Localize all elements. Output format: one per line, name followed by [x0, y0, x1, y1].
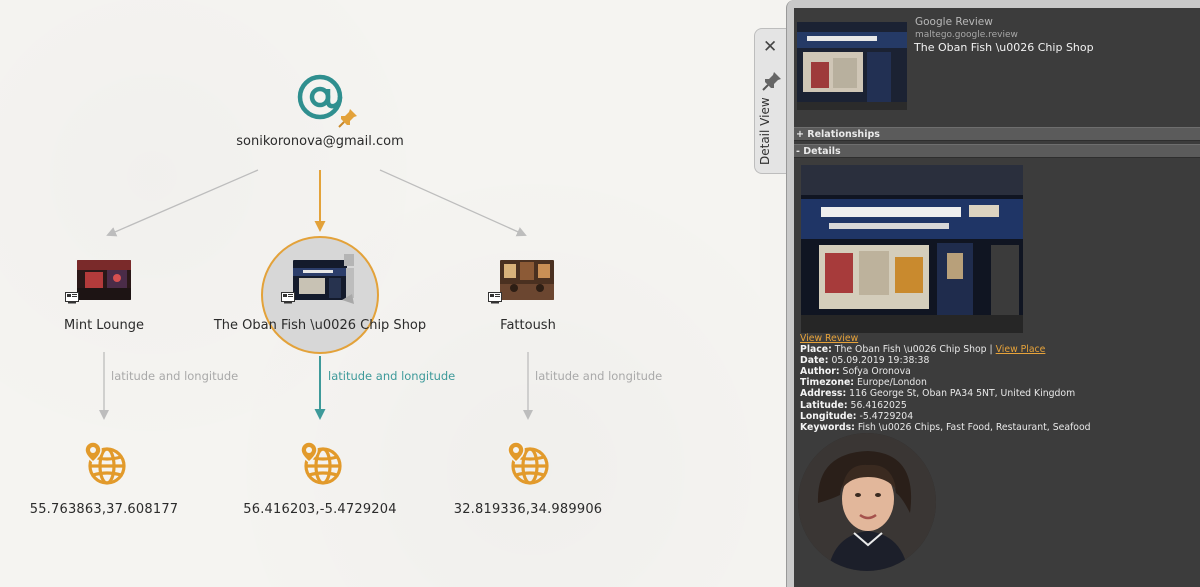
- view-place-link[interactable]: View Place: [995, 344, 1046, 356]
- review-icon: [281, 292, 295, 304]
- graph-edges: [99, 169, 533, 420]
- timezone-key: Timezone:: [800, 377, 854, 389]
- coord-label-fattoush: 32.819336,34.989906: [453, 502, 603, 517]
- review-photo: [801, 165, 1023, 333]
- date-key: Date:: [800, 355, 829, 367]
- globe-location-icon: [507, 441, 549, 485]
- edge-label-mint: latitude and longitude: [111, 369, 239, 383]
- address-key: Address:: [800, 388, 847, 400]
- address-value: 116 George St, Oban PA34 5NT, United Kin…: [849, 388, 1076, 400]
- entity-type: Google Review: [915, 16, 993, 28]
- detail-view-content: Google Review maltego.google.review The …: [794, 8, 1200, 587]
- pin-icon[interactable]: [762, 71, 782, 91]
- fattoush-label: Fattoush: [500, 318, 556, 333]
- mint-lounge-label: Mint Lounge: [64, 318, 144, 333]
- longitude-key: Longitude:: [800, 410, 857, 422]
- edge-label-oban: latitude and longitude: [328, 369, 456, 383]
- review-icon: [488, 292, 502, 304]
- mint-lounge-photo: [77, 260, 131, 300]
- detail-view-panel: Google Review maltego.google.review The …: [786, 0, 1200, 587]
- pin-icon: [342, 254, 354, 304]
- fattoush-photo: [500, 260, 554, 300]
- date-value: 05.09.2019 19:38:38: [831, 355, 930, 367]
- oban-photo: [293, 260, 347, 300]
- entity-title: The Oban Fish \u0026 Chip Shop: [914, 41, 1094, 54]
- details-section-toggle[interactable]: - Details: [794, 144, 1200, 158]
- graph-canvas[interactable]: sonikoronova@gmail.com Mint Lounge: [0, 0, 760, 587]
- author-key: Author:: [800, 366, 840, 378]
- place-separator: |: [986, 344, 996, 356]
- coord-label-mint: 55.763863,37.608177: [29, 502, 179, 517]
- edge-email-fattoush: [379, 169, 527, 237]
- entity-type-id: maltego.google.review: [915, 30, 1018, 40]
- email-label: sonikoronova@gmail.com: [236, 134, 404, 149]
- latitude-value: 56.4162025: [850, 399, 907, 411]
- author-value: Sofya Oronova: [842, 366, 911, 378]
- at-sign-icon: [297, 74, 343, 120]
- pin-icon: [338, 109, 357, 128]
- close-icon[interactable]: ✕: [763, 37, 778, 57]
- place-value: The Oban Fish \u0026 Chip Shop: [834, 344, 987, 356]
- entity-thumbnail: [797, 22, 907, 110]
- edge-email-mint: [106, 169, 259, 237]
- globe-location-icon: [84, 441, 126, 485]
- globe-location-icon: [300, 441, 342, 485]
- keywords-value: Fish \u0026 Chips, Fast Food, Restaurant…: [857, 421, 1091, 433]
- details-fields: View Review Place: The Oban Fish \u0026 …: [800, 333, 1195, 433]
- edge-label-fattoush: latitude and longitude: [535, 369, 663, 383]
- relationships-section-toggle[interactable]: + Relationships: [794, 127, 1200, 141]
- detail-view-tab[interactable]: ✕ Detail View: [754, 28, 788, 174]
- detail-view-tab-label: Detail View: [758, 97, 772, 165]
- keywords-key: Keywords:: [800, 421, 855, 433]
- coord-label-oban: 56.416203,-5.4729204: [243, 502, 397, 517]
- longitude-value: -5.4729204: [859, 410, 914, 422]
- oban-label: The Oban Fish \u0026 Chip Shop: [213, 318, 427, 333]
- place-key: Place:: [800, 344, 832, 356]
- view-review-link[interactable]: View Review: [800, 333, 859, 344]
- timezone-value: Europe/London: [856, 377, 927, 389]
- latitude-key: Latitude:: [800, 399, 848, 411]
- review-icon: [65, 292, 79, 304]
- author-avatar: [798, 433, 936, 571]
